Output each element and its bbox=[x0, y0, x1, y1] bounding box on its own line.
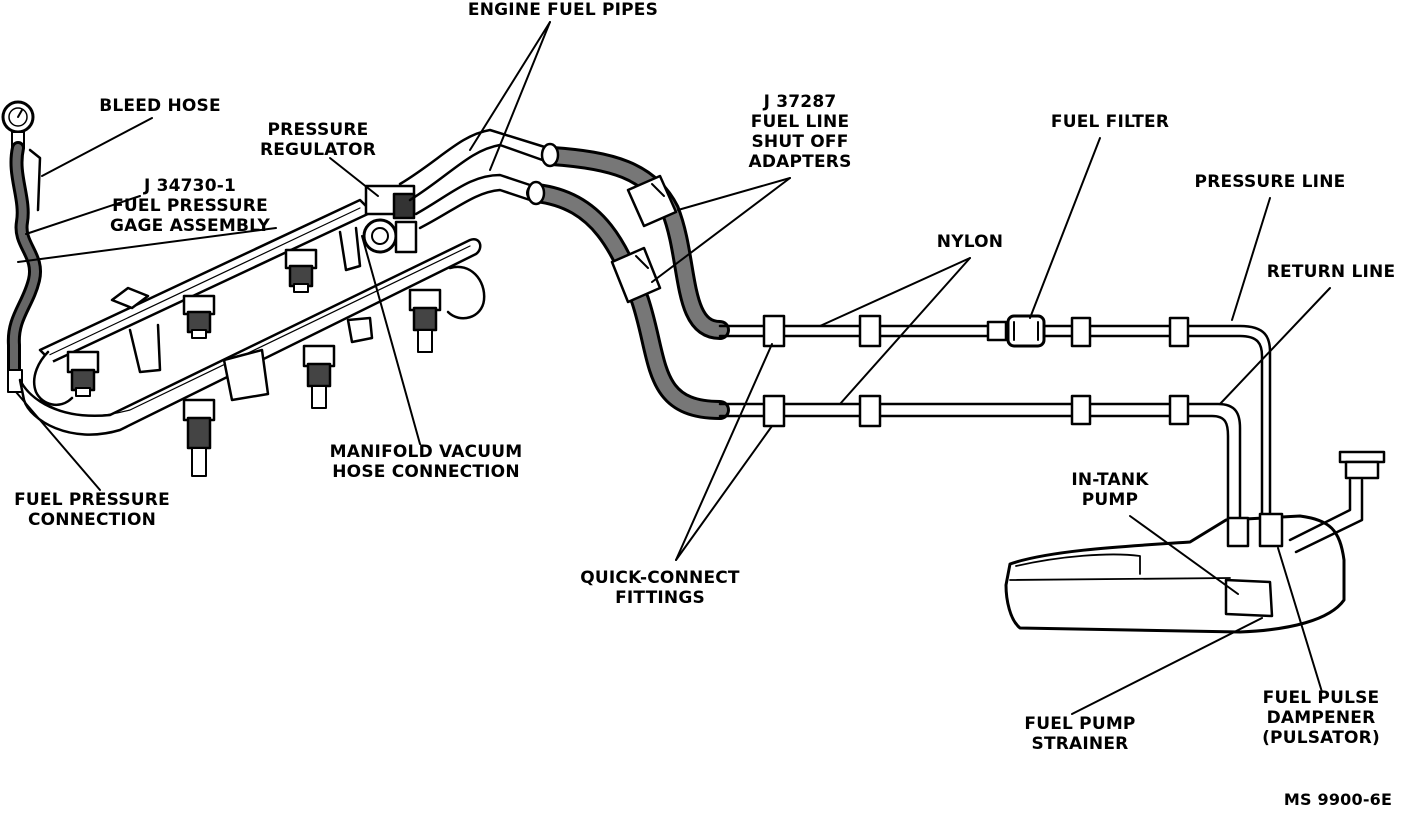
figure-code: MS 9900-6E bbox=[1283, 790, 1393, 809]
leader-lines bbox=[15, 21, 1331, 715]
label-return-line: RETURN LINE bbox=[1266, 262, 1396, 282]
line-fittings bbox=[1070, 316, 1190, 426]
shut-off-adapter-2 bbox=[610, 246, 662, 304]
quick-connect-return-1 bbox=[762, 394, 882, 428]
label-in-tank-pump: IN-TANK PUMP bbox=[1071, 470, 1149, 510]
injector-5 bbox=[302, 344, 336, 409]
label-fuel-pump-strainer: FUEL PUMP STRAINER bbox=[1024, 714, 1136, 754]
label-fuel-pulse-dampener: FUEL PULSE DAMPENER (PULSATOR) bbox=[1262, 688, 1380, 748]
label-fuel-filter: FUEL FILTER bbox=[1050, 112, 1170, 132]
label-quick-connect: QUICK-CONNECT FITTINGS bbox=[580, 568, 740, 608]
injector-2 bbox=[182, 294, 216, 339]
label-fuel-pressure-connection: FUEL PRESSURE CONNECTION bbox=[14, 490, 170, 530]
label-shut-off-adapters: J 37287 FUEL LINE SHUT OFF ADAPTERS bbox=[748, 92, 852, 172]
label-gage-assembly: J 34730-1 FUEL PRESSURE GAGE ASSEMBLY bbox=[109, 176, 271, 236]
return-line-nylon bbox=[718, 402, 1242, 522]
label-nylon: NYLON bbox=[936, 232, 1004, 252]
injector-3 bbox=[284, 248, 318, 293]
quick-connect-pressure-1 bbox=[762, 314, 882, 348]
filler-neck bbox=[1288, 450, 1386, 554]
rail-brackets bbox=[110, 226, 486, 402]
label-pressure-regulator: PRESSURE REGULATOR bbox=[259, 120, 377, 160]
injector-6 bbox=[408, 288, 442, 353]
rubber-hose-return bbox=[526, 180, 730, 420]
engine-fuel-pipe-lower bbox=[414, 173, 532, 230]
injector-1 bbox=[66, 350, 100, 397]
label-pressure-line: PRESSURE LINE bbox=[1194, 172, 1346, 192]
pressure-gage bbox=[1, 100, 35, 149]
label-bleed-hose: BLEED HOSE bbox=[99, 96, 221, 116]
fuel-tank bbox=[1004, 512, 1346, 634]
label-engine-fuel-pipes: ENGINE FUEL PIPES bbox=[467, 0, 659, 20]
engine-fuel-pipe-upper bbox=[398, 128, 550, 202]
fuel-rail-front bbox=[18, 237, 482, 436]
pressure-regulator-body bbox=[362, 184, 418, 254]
fuel-filter-body bbox=[986, 314, 1046, 348]
label-manifold-vacuum: MANIFOLD VACUUM HOSE CONNECTION bbox=[329, 442, 523, 482]
shut-off-adapter-1 bbox=[626, 174, 678, 228]
injector-4 bbox=[182, 398, 216, 477]
gage-hose bbox=[6, 141, 43, 393]
